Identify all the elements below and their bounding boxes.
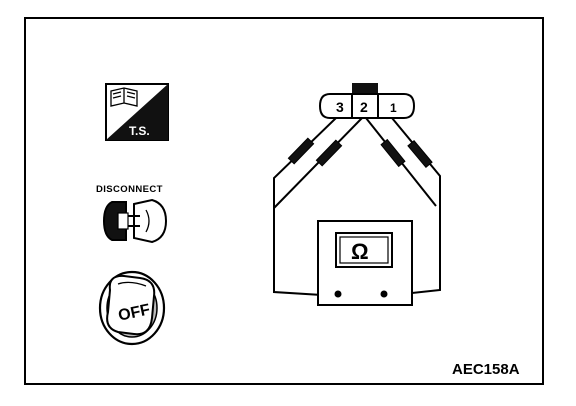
ohm-symbol: Ω — [351, 239, 369, 264]
terminal-3-label: 3 — [336, 99, 344, 115]
terminal-1-label: 1 — [390, 101, 397, 115]
ignition-off-label: OFF — [117, 301, 152, 324]
ts-icon: T.S. — [105, 83, 169, 141]
probe-terminal-3 — [287, 137, 315, 165]
ohmmeter: Ω — [317, 220, 413, 306]
disconnect-group: DISCONNECT — [96, 184, 168, 244]
ohmmeter-display — [335, 232, 393, 268]
harness-connector: 3 2 1 — [318, 83, 416, 119]
connector-disconnect-icon — [102, 198, 168, 244]
ts-label: T.S. — [129, 124, 150, 138]
connector-lock-tab — [352, 83, 378, 95]
terminal-2-label: 2 — [360, 99, 368, 115]
probe-terminal-2-right — [380, 138, 406, 168]
manual-book-icon — [110, 87, 138, 107]
disconnect-label: DISCONNECT — [96, 184, 163, 195]
lead-wire-terminal-2-left — [273, 117, 363, 209]
meter-terminal-right — [380, 290, 388, 298]
test-probes — [287, 137, 433, 169]
ignition-key-icon: OFF — [98, 270, 166, 346]
figure-frame — [24, 17, 544, 385]
probe-terminal-1 — [407, 139, 433, 169]
figure-code: AEC158A — [452, 361, 520, 378]
meter-terminal-left — [334, 290, 342, 298]
probe-terminal-2-left — [315, 139, 343, 167]
